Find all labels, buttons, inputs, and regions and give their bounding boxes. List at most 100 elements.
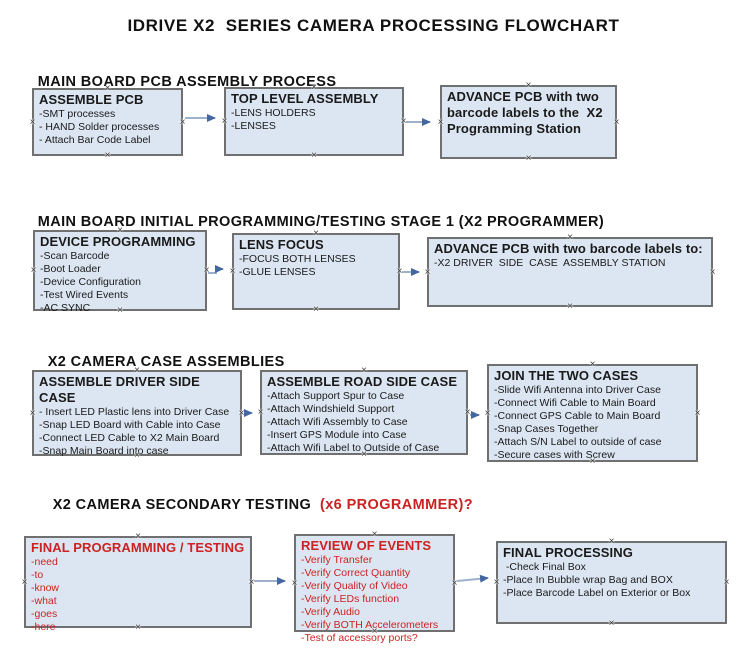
box-item: -Connect Wifi Cable to Main Board: [494, 397, 656, 409]
box-item: -Place Barcode Label on Exterior or Box: [503, 587, 691, 599]
box-item: -Verify Transfer: [301, 554, 373, 566]
box-item: -need: [31, 556, 58, 568]
box-title: REVIEW OF EVENTS: [301, 538, 432, 553]
box-item: -Verify Quality of Video: [301, 580, 408, 592]
connection-handle-icon: [722, 578, 731, 587]
box-item: -SMT processes: [39, 108, 116, 120]
section-heading-case-assemblies: X2 CAMERA CASE ASSEMBLIES: [30, 338, 285, 386]
connection-handle-icon: [524, 154, 533, 163]
box-final-programming-testing: FINAL PROGRAMMING / TESTING -need -to -k…: [24, 536, 252, 633]
box-item: -Connect GPS Cable to Main Board: [494, 410, 661, 422]
box-title: JOIN THE TWO CASES: [494, 368, 639, 383]
box-item: -Attach Wifi Assembly to Case: [267, 416, 408, 428]
box-item: -Device Configuration: [40, 276, 141, 288]
box-item: -LENSES: [231, 120, 276, 132]
section-heading-text: MAIN BOARD INITIAL PROGRAMMING/TESTING S…: [37, 214, 605, 230]
box-title: ADVANCE PCB with two barcode labels to t…: [447, 89, 607, 136]
section-heading-text: MAIN BOARD PCB ASSEMBLY PROCESS: [37, 74, 337, 90]
box-item: -Snap Cases Together: [494, 423, 599, 435]
box-item: -Boot Loader: [40, 263, 101, 275]
connection-handle-icon: [423, 268, 432, 277]
connection-handle-icon: [492, 578, 501, 587]
box-item: -GLUE LENSES: [239, 266, 316, 278]
box-item: -AC SYNC: [40, 302, 91, 314]
connection-handle-icon: [28, 118, 37, 127]
connection-handle-icon: [29, 266, 38, 275]
connection-handle-icon: [436, 118, 445, 127]
flow-arrow: [208, 265, 224, 274]
box-advance-pcb-programming-station: ADVANCE PCB with two barcode labels to t…: [440, 85, 617, 159]
box-item: -Test of accessory ports?: [301, 632, 418, 644]
box-title: TOP LEVEL ASSEMBLY: [231, 91, 379, 106]
box-item: -Secure cases with Screw: [494, 449, 615, 461]
connection-handle-icon: [290, 579, 299, 588]
connection-handle-icon: [399, 117, 408, 126]
box-item: -Snap Main Board into case: [39, 445, 169, 457]
box-item: -X2 DRIVER SIDE CASE ASSEMBLY STATION: [434, 257, 666, 269]
box-item: -here: [31, 621, 56, 633]
box-item: -Check Final Box: [503, 561, 586, 573]
connection-handle-icon: [483, 409, 492, 418]
box-item: -Test Wired Events: [40, 289, 129, 301]
connection-handle-icon: [247, 578, 256, 587]
box-item: -goes: [31, 608, 58, 620]
box-title: ASSEMBLE PCB: [39, 92, 144, 107]
box-item: -Verify Audio: [301, 606, 360, 618]
box-title: ASSEMBLE ROAD SIDE CASE: [267, 374, 458, 389]
flow-arrow: [456, 574, 489, 583]
box-title: FINAL PROCESSING: [503, 545, 633, 560]
box-advance-pcb-driver-side-station: ADVANCE PCB with two barcode labels to: …: [427, 237, 713, 307]
box-assemble-pcb: ASSEMBLE PCB -SMT processes - HAND Solde…: [32, 88, 183, 156]
box-item: -Verify BOTH Accelerometers: [301, 619, 439, 631]
connection-handle-icon: [566, 302, 575, 311]
connection-handle-icon: [310, 151, 319, 160]
connection-handle-icon: [693, 409, 702, 418]
connection-handle-icon: [463, 408, 472, 417]
connection-handle-icon: [178, 118, 187, 127]
box-item: -Attach Wifi Label to Outside of Case: [267, 442, 440, 454]
connection-handle-icon: [202, 266, 211, 275]
box-assemble-road-side-case: ASSEMBLE ROAD SIDE CASE -Attach Support …: [260, 370, 468, 455]
box-item: -Insert GPS Module into Case: [267, 429, 407, 441]
connection-handle-icon: [28, 409, 37, 418]
box-item: -FOCUS BOTH LENSES: [239, 253, 356, 265]
page-title: IDRIVE X2 SERIES CAMERA PROCESSING FLOWC…: [127, 16, 620, 35]
connection-handle-icon: [228, 267, 237, 276]
box-item: - Attach Bar Code Label: [39, 134, 151, 146]
box-review-of-events: REVIEW OF EVENTS -Verify Transfer -Verif…: [294, 534, 455, 644]
box-title: LENS FOCUS: [239, 237, 324, 252]
box-item: -Snap LED Board with Cable into Case: [39, 419, 221, 431]
box-top-level-assembly: TOP LEVEL ASSEMBLY -LENS HOLDERS -LENSES: [224, 87, 404, 156]
box-item: -Slide Wifi Antenna into Driver Case: [494, 384, 661, 396]
box-device-programming: DEVICE PROGRAMMING -Scan Barcode -Boot L…: [33, 230, 207, 314]
box-item: -what: [31, 595, 57, 607]
connection-handle-icon: [20, 578, 29, 587]
box-title: DEVICE PROGRAMMING: [40, 234, 196, 249]
box-item: -Attach Support Spur to Case: [267, 390, 405, 402]
connection-handle-icon: [237, 409, 246, 418]
box-item: -Attach S/N Label to outside of case: [494, 436, 662, 448]
box-item: - Insert LED Plastic lens into Driver Ca…: [39, 406, 230, 418]
box-item: -Verify Correct Quantity: [301, 567, 411, 579]
box-join-the-two-cases: JOIN THE TWO CASES -Slide Wifi Antenna i…: [487, 364, 698, 462]
box-assemble-driver-side-case: ASSEMBLE DRIVER SIDE CASE - Insert LED P…: [32, 370, 242, 457]
connection-handle-icon: [708, 268, 717, 277]
section-heading-pcb-assembly: MAIN BOARD PCB ASSEMBLY PROCESS: [20, 58, 336, 106]
box-item: -Scan Barcode: [40, 250, 110, 262]
box-title: FINAL PROGRAMMING / TESTING: [31, 540, 245, 555]
connection-handle-icon: [450, 579, 459, 588]
box-item: -to: [31, 569, 44, 581]
connection-handle-icon: [312, 305, 321, 314]
connection-handle-icon: [103, 151, 112, 160]
section-heading-initial-programming: MAIN BOARD INITIAL PROGRAMMING/TESTING S…: [20, 198, 604, 246]
box-title: ADVANCE PCB with two barcode labels to:: [434, 241, 703, 256]
section-heading-text: X2 CAMERA CASE ASSEMBLIES: [47, 354, 285, 370]
connection-handle-icon: [612, 118, 621, 127]
box-item: -Place In Bubble wrap Bag and BOX: [503, 574, 673, 586]
box-lens-focus: LENS FOCUS -FOCUS BOTH LENSES -GLUE LENS…: [232, 233, 400, 310]
section-heading-secondary-testing: X2 CAMERA SECONDARY TESTING (x6 PROGRAMM…: [35, 481, 473, 529]
box-item: -Verify LEDs function: [301, 593, 400, 605]
box-item: -know: [31, 582, 60, 594]
connection-handle-icon: [220, 117, 229, 126]
